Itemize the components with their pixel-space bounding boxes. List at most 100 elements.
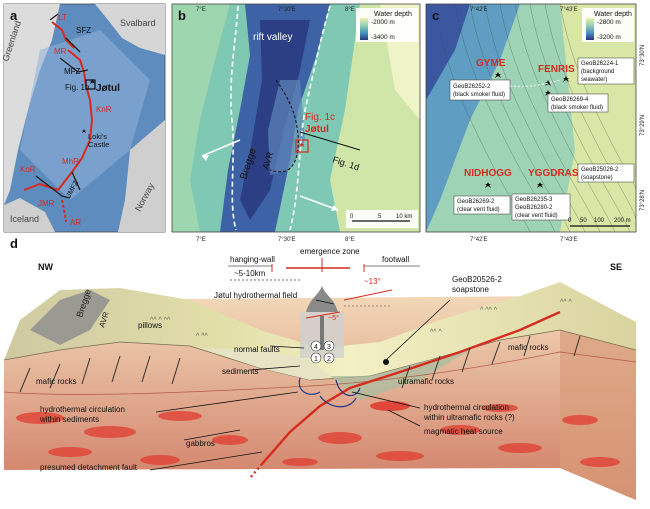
label-lt: LT [58,13,67,22]
svg-text:^ ^^: ^ ^^ [196,333,209,340]
b-spreading-arrow-west [201,139,241,157]
label-jotul-a: Jøtul [96,83,120,94]
c-s5b: (clear vent fluid) [457,207,500,213]
svg-text:^^ ^: ^^ ^ [430,329,443,336]
b-tick-bottom-0: 7°E [196,237,206,243]
site-fenris: FENRIS [538,64,575,75]
b-rift-valley-label: rift valley [253,32,292,43]
d-n4: 4 [314,344,318,351]
b-scale-ten: 10 km [396,214,412,220]
d-hanging-wall: hanging-wall [230,255,275,264]
label-castle: Castle [88,140,109,149]
b-west-flank [172,4,230,232]
d-zone-ticks [271,258,365,272]
d-leaders [149,299,451,471]
c-legend-max: -2800 m [597,19,621,26]
c-s6b: GeoB26280-2 [515,205,553,211]
d-soapstone-id: GeoB20526-2 [452,275,502,284]
d-magmatic: magmatic heat source [424,427,503,436]
label-lokis: Loki's [88,132,107,141]
c-s1b: (black smoker fluid) [453,92,505,98]
b-tick-top-1: 7°30'E [278,7,296,13]
b-tick-bottom-2: 8°E [345,237,355,243]
label-svalbard: Svalbard [120,18,156,28]
label-mfz: MFZ [64,67,81,76]
c-scale-hundred: 100 [594,218,605,224]
d-hc-ultra-2: within ultramafic rocks (?) [423,413,515,422]
d-layer-line [3,351,637,395]
d-detachment-dashed [249,463,263,479]
d-nw: NW [38,262,53,272]
b-tick-bottom-1: 7°30'E [278,237,296,243]
c-ticks: 7°42'E 7°43'E 7°42'E 7°43'E 73°30'N 73°2… [470,7,646,243]
iceland-land [4,198,55,232]
site-yggdrasil: YGGDRASIL [528,168,587,179]
c-deep-west [426,4,520,232]
d-soapstone-dot [383,359,389,365]
c-s2b: (background [581,69,614,75]
d-side-face [560,296,636,500]
d-distance: ~5-10km [234,269,266,278]
c-s6a: GeoB26235-3 [515,197,553,203]
yggdrasil-star-icon [537,182,543,188]
panel-b-frame [171,3,421,233]
fig1b-box [85,79,96,90]
c-s3b: (black smoker fluid) [551,105,603,111]
panel-d: ^^ ^ ^^ ^ ^^ ^ ^^ ^ ^ ^^ ^^ ^ 4 3 1 2 [3,236,637,500]
label-kor: KoR [20,165,36,174]
c-tick-right-2: 73°28'N [640,190,646,211]
panel-a-letter: a [10,8,18,23]
d-pillows-label: pillows [138,321,162,330]
c-s2a: GeoB26224-1 [581,61,619,67]
b-legend-title: Water depth [374,11,412,18]
label-sfz: SFZ [76,26,91,35]
panel-c-letter: c [432,8,439,23]
d-mafic-right: mafic rocks [508,343,548,352]
b-rift-boundary-west [230,5,239,231]
c-s4b: (soapstone) [581,175,613,181]
b-tick-top-2: 8°E [345,7,355,13]
c-sample-boxes [449,57,635,221]
panel-c-frame [425,3,637,233]
b-fig1d-line [299,131,361,151]
c-s5a: GeoB26269-2 [457,199,495,205]
svg-text:^^ ^: ^^ ^ [560,299,573,306]
d-gabbros [16,404,620,467]
d-hc-sed-2: within sediments [39,415,99,424]
d-soapstone: soapstone [452,285,489,294]
c-site-names: GYME FENRIS NIDHOGG YGGDRASIL [464,58,587,179]
b-arrow-head-east [331,205,338,211]
c-s6c: (clear vent fluid) [515,213,558,219]
b-scale-five: 5 [378,214,382,220]
d-pillows: ^^ ^ ^^ ^ ^^ ^ ^^ ^ ^ ^^ ^^ ^ [150,299,573,340]
panel-b-letter: b [178,8,186,23]
b-jotul-star-icon [299,142,305,147]
fracture-zones [35,13,89,199]
d-normal-faults [19,335,581,393]
b-rift-boundary-east [289,5,331,231]
c-s1a: GeoB26252-2 [453,84,491,90]
panel-d-letter: d [10,236,18,251]
d-front-face [4,296,636,500]
svalbard-land [95,4,165,55]
panel-a-red-labels: LT SFZ MR MFZ KnR MhR KoR JMR AR [20,13,112,227]
d-n1: 1 [314,356,318,363]
label-mr: MR [54,47,67,56]
c-tick-right-1: 73°29'N [640,115,646,136]
panel-a: a LT SFZ MR MFZ KnR MhR KoR JMR AR JMFZ … [0,3,166,233]
b-legend-bar [360,18,368,40]
d-direction-labels: NW SE [38,262,622,272]
b-fig1c-box [295,139,309,153]
d-plume [306,286,338,312]
c-tick-top-0: 7°42'E [470,7,488,13]
svg-text:^ ^^ ^: ^ ^^ ^ [480,307,498,314]
d-n3: 3 [327,344,331,351]
d-normal-faults-label: normal faults [234,345,280,354]
b-spreading-arrow-east [299,195,339,211]
d-hc-sed-1: hydrothermal circulation [40,405,125,414]
background-star-icon [563,76,569,82]
d-emergence-zone: emergence zone [300,247,360,256]
d-magmatic-lens [370,401,410,411]
d-avr-ridge [30,290,110,345]
